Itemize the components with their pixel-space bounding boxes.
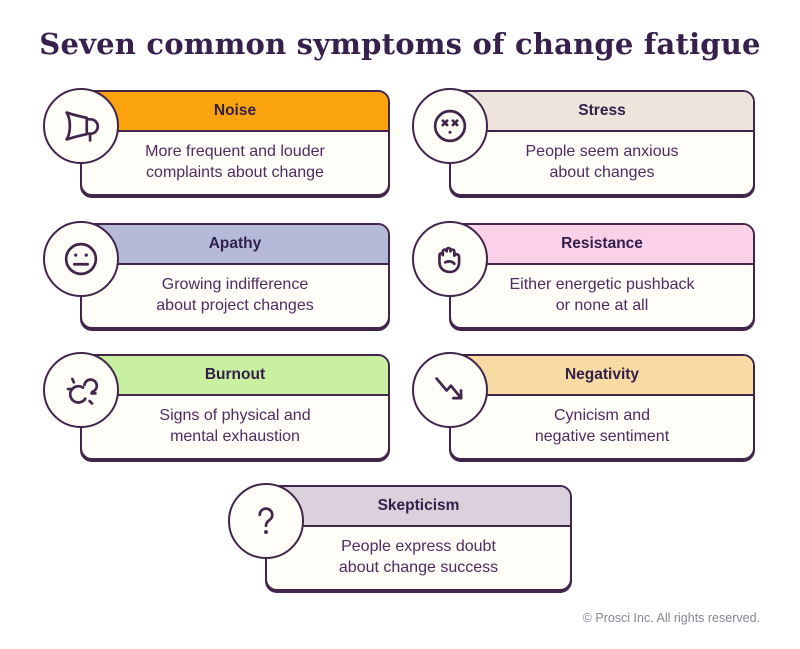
card-label: Stress bbox=[578, 102, 626, 119]
card-apathy: Apathy Growing indifference about projec… bbox=[43, 221, 390, 329]
fist-icon bbox=[412, 221, 488, 297]
card-label: Apathy bbox=[208, 235, 262, 252]
card-label: Resistance bbox=[561, 235, 643, 252]
footer-copyright: © Prosci Inc. All rights reserved. bbox=[582, 611, 760, 625]
card-description: More frequent and louder complaints abou… bbox=[145, 143, 325, 181]
question-mark-icon bbox=[228, 483, 304, 559]
card-description: Signs of physical and mental exhaustion bbox=[159, 407, 311, 445]
card-resistance: Resistance Either energetic pushback or … bbox=[412, 221, 755, 329]
card-header: Negativity bbox=[451, 356, 753, 396]
card-noise: Noise More frequent and louder complaint… bbox=[43, 88, 390, 196]
megaphone-icon bbox=[43, 88, 119, 164]
card-header: Noise bbox=[82, 92, 388, 132]
page-title: Seven common symptoms of change fatigue bbox=[39, 27, 761, 61]
dizzy-face-icon bbox=[412, 88, 488, 164]
card-label: Negativity bbox=[564, 366, 640, 383]
card-description: Cynicism and negative sentiment bbox=[534, 407, 670, 445]
trend-down-icon bbox=[412, 352, 488, 428]
card-stress: Stress People seem anxious about changes bbox=[412, 88, 755, 196]
card-header: Burnout bbox=[82, 356, 388, 396]
card-header: Stress bbox=[451, 92, 753, 132]
card-description: People express doubt about change succes… bbox=[338, 538, 499, 576]
card-burnout: Burnout Signs of physical and mental exh… bbox=[43, 352, 390, 460]
card-label: Skepticism bbox=[377, 497, 460, 514]
card-label: Noise bbox=[213, 102, 257, 119]
card-description: Either energetic pushback or none at all bbox=[509, 276, 695, 314]
dizzy-swirl-icon bbox=[43, 352, 119, 428]
card-description: People seem anxious about changes bbox=[525, 143, 679, 181]
card-description: Growing indifference about project chang… bbox=[156, 276, 314, 314]
card-header: Skepticism bbox=[267, 487, 570, 527]
card-header: Apathy bbox=[82, 225, 388, 265]
card-negativity: Negativity Cynicism and negative sentime… bbox=[412, 352, 755, 460]
card-header: Resistance bbox=[451, 225, 753, 265]
card-label: Burnout bbox=[204, 366, 266, 383]
card-skepticism: Skepticism People express doubt about ch… bbox=[228, 483, 572, 591]
neutral-face-icon bbox=[43, 221, 119, 297]
